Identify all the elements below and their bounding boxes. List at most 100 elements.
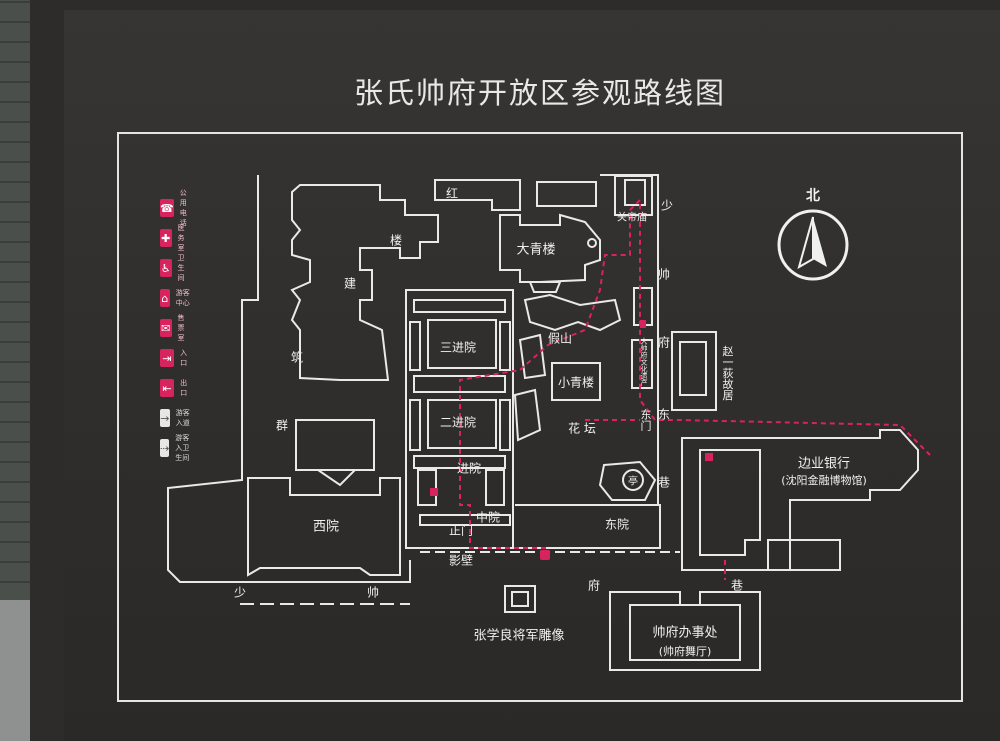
label-erjinyuan: 二进院	[439, 415, 477, 430]
label-dongyuan: 东院	[604, 517, 630, 532]
legend-label: 卫生间	[177, 254, 185, 282]
route-path	[459, 210, 631, 555]
label-lou: 楼	[389, 233, 403, 248]
route-icon: →	[160, 409, 170, 427]
label-huatan: 花 坛	[568, 421, 596, 436]
restroom-icon: ♿	[160, 259, 172, 277]
garden-pavilion	[598, 460, 657, 501]
label-zhongyuan: 中院	[475, 510, 501, 525]
map-border	[117, 132, 963, 702]
legend-label: 游客入道	[175, 409, 190, 427]
legend-label: 公用电话	[179, 189, 187, 227]
label-yijinyuan: 一进院	[444, 461, 482, 476]
legend-item: ✉ 售票室	[160, 314, 191, 342]
label-qun: 群	[275, 418, 289, 433]
label-xiyuan: 西院	[312, 519, 340, 535]
label-wenhua-note: 大帅府文化遗产	[640, 337, 648, 387]
label-bottom-shuai: 帅	[366, 585, 380, 600]
legend-item: ⇢ 游客入卫生间	[160, 434, 191, 462]
label-bottom-xiang: 巷	[730, 578, 744, 593]
legend-item: ☎ 公用电话	[160, 189, 191, 227]
rockery	[523, 293, 622, 332]
small-pavilion	[587, 238, 597, 248]
label-yingbi: 影壁	[448, 553, 474, 568]
label-zhu: 筑	[290, 350, 304, 365]
label-east-xiang: 巷	[657, 475, 671, 490]
entrance-marker	[540, 550, 550, 560]
label-zhaoyidi: 赵一荻故居	[721, 345, 734, 401]
label-guandimiao: 关帝庙	[617, 212, 647, 224]
label-dongmen: 东门	[639, 409, 652, 431]
legend-label: 游客入卫生间	[175, 434, 190, 462]
label-zhengmen: 正门	[448, 523, 474, 538]
label-east-shao: 少	[660, 198, 674, 213]
label-jiashan: 假山	[547, 331, 573, 346]
legend-item: ♿ 卫生间	[160, 254, 191, 282]
rockery-south	[513, 388, 542, 442]
legend-label: 出口	[180, 379, 188, 397]
east-courtyard	[515, 504, 661, 549]
front-hall	[413, 455, 506, 469]
label-statue: 张学良将军雕像	[473, 628, 565, 644]
third-courtyard	[427, 319, 497, 369]
exit-icon: ⇤	[160, 379, 175, 397]
bank-marker	[705, 453, 713, 461]
sign-board	[64, 10, 1000, 741]
label-jian: 建	[343, 276, 357, 291]
label-bank-sub: (沈阳金融博物馆)	[781, 474, 867, 487]
west-courtyard	[247, 477, 401, 577]
label-east-dong: 东	[657, 407, 671, 422]
west-outer-wall	[167, 175, 411, 583]
second-courtyard	[427, 399, 497, 449]
east-small-house	[633, 287, 653, 326]
legend-label: 入口	[180, 349, 188, 367]
west-small-hall	[295, 419, 375, 471]
east-gate-house	[631, 339, 653, 389]
gate-wall	[419, 514, 511, 526]
first-courtyard-wings	[417, 469, 505, 506]
north-arrow-icon	[777, 209, 849, 281]
legend-item: ✚ 医务室	[160, 224, 191, 252]
visitor-center-icon: ⌂	[160, 289, 170, 307]
red-building	[434, 179, 521, 211]
west-mansion	[290, 184, 439, 381]
daqinglou-building	[499, 213, 601, 283]
daqinglou-steps	[528, 281, 562, 293]
legend-item: ⇤ 出口	[160, 378, 191, 398]
guandi-inner	[624, 179, 646, 206]
medical-cross-icon: ✚	[160, 229, 172, 247]
label-sanjinyuan: 三进院	[439, 340, 477, 355]
east-small-building	[536, 181, 597, 207]
central-compound	[405, 289, 514, 549]
north-hall	[413, 299, 506, 313]
label-daqinglou: 大青楼	[516, 242, 556, 258]
legend-label: 游客中心	[175, 289, 190, 307]
label-bank: 边业银行	[797, 456, 851, 472]
legend-item: → 游客入道	[160, 408, 191, 428]
xiaoqinglou-building	[551, 362, 601, 401]
label-office: 帅府办事处	[652, 625, 718, 641]
route-icon-2: ⇢	[160, 439, 170, 457]
screen-wall	[504, 585, 536, 613]
zhaoyidi-residence	[671, 331, 717, 411]
legend-item: ⇥ 入口	[160, 348, 191, 368]
map-title: 张氏帅府开放区参观路线图	[353, 76, 726, 110]
rockery-west	[518, 333, 547, 380]
label-ting: 亭	[628, 476, 638, 488]
office-building	[609, 591, 761, 671]
ticket-marker	[430, 488, 438, 496]
label-east-fu: 府	[657, 335, 671, 350]
label-hong: 红	[445, 186, 459, 201]
label-xiaoqinglou: 小青楼	[557, 375, 595, 390]
north-label: 北	[806, 188, 820, 204]
entrance-icon: ⇥	[160, 349, 175, 367]
legend-label: 售票室	[177, 314, 185, 342]
legend-item: ⌂ 游客中心	[160, 288, 191, 308]
middle-hall	[413, 375, 506, 393]
phone-icon: ☎	[160, 199, 174, 217]
label-bottom-fu: 府	[587, 578, 601, 593]
label-bottom-shao: 少	[233, 585, 247, 600]
legend-label: 医务室	[177, 224, 185, 252]
ticket-office-icon: ✉	[160, 319, 172, 337]
